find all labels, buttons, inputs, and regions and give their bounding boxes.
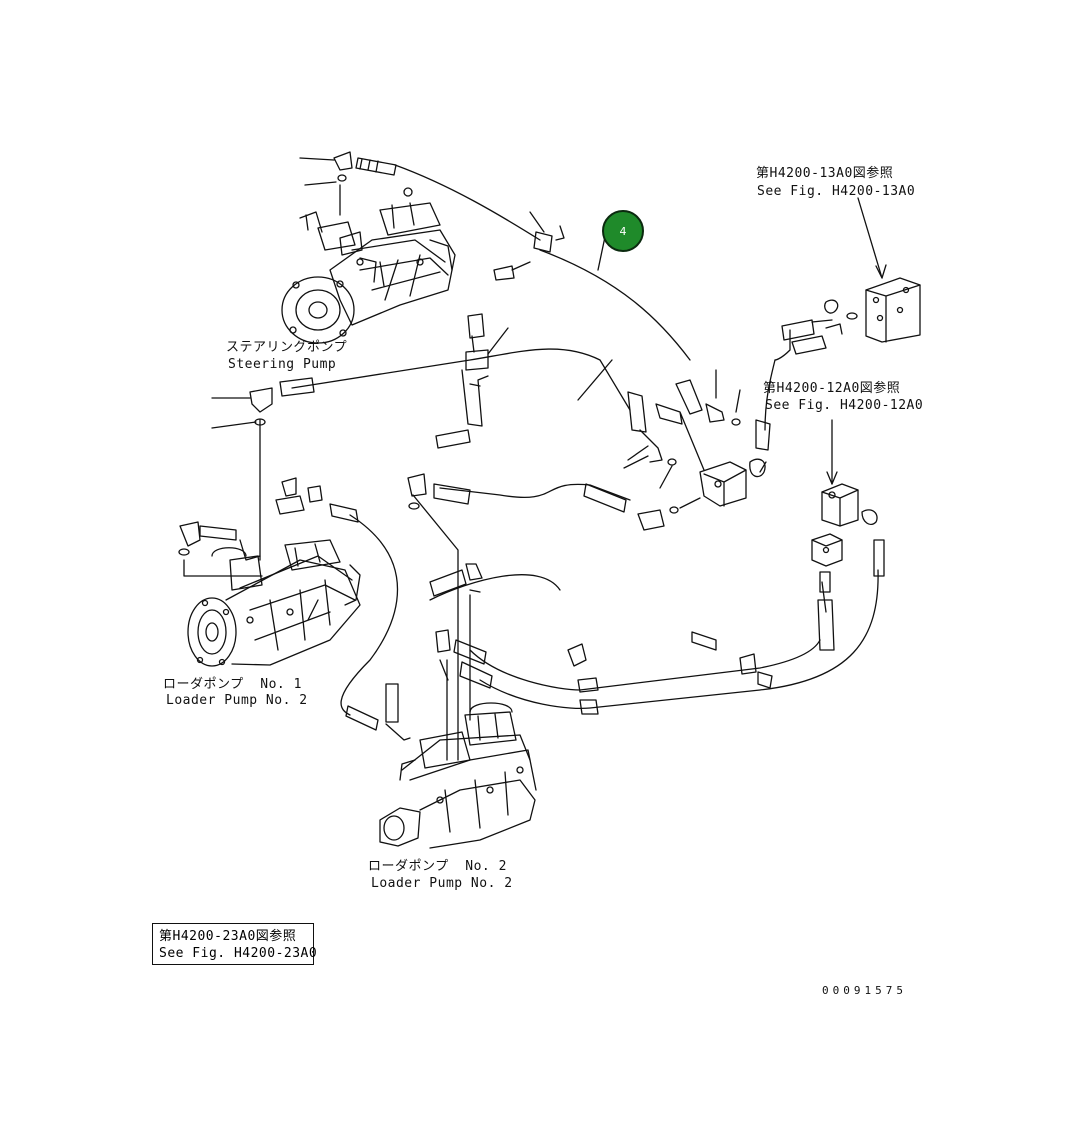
drawing-number: 00091575 [822,984,907,997]
loader-pump1-label-en: Loader Pump No. 2 [166,693,308,708]
valve-block-12a0 [811,419,859,567]
ref-12a0-label-en: See Fig. H4200-12A0 [765,398,924,413]
ref-12a0-label-jp: 第H4200-12A0図参照 [763,381,901,396]
steering-pump [281,187,456,344]
loader-pump2-label-jp: ローダポンプ No. 2 [368,859,507,874]
loader-pump1-label-jp: ローダポンプ No. 1 [163,677,302,692]
ref-23a0-label-jp: 第H4200-23A0図参照 [159,929,297,944]
loader-pump-no1 [187,539,361,667]
ref-23a0-box: 第H4200-23A0図参照 See Fig. H4200-23A0 [152,923,318,965]
steering-pump-label-en: Steering Pump [228,357,337,372]
steering-pump-label-jp: ステアリングポンプ [226,340,348,355]
leader-lines [307,231,607,621]
fittings [178,151,885,741]
ref-13a0-label-en: See Fig. H4200-13A0 [757,184,916,199]
hose-lines [259,164,879,761]
valve-block-13a0 [857,197,921,343]
loader-pump-no2 [379,702,537,849]
callout-number: 4 [619,224,627,238]
ref-23a0-label-en: See Fig. H4200-23A0 [159,946,318,961]
callout-balloon-4[interactable]: 4 [602,210,644,252]
loader-pump2-label-en: Loader Pump No. 2 [371,876,513,891]
ref-13a0-label-jp: 第H4200-13A0図参照 [756,166,894,181]
